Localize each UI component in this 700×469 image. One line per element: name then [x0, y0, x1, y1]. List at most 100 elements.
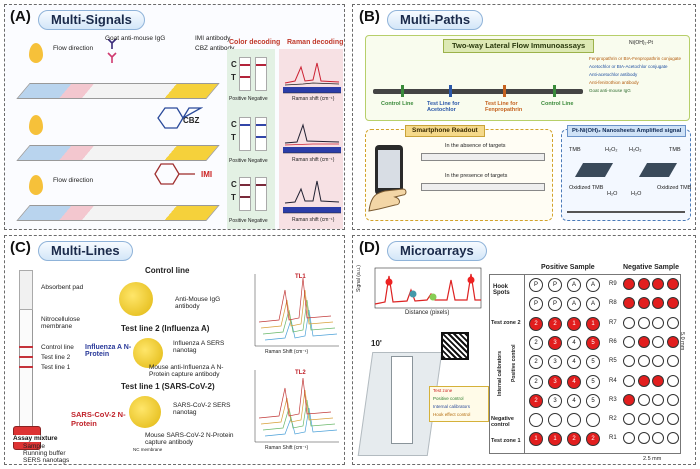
nanotag-control	[119, 282, 153, 316]
row-id: R7	[609, 319, 617, 326]
pos-neg-1: Positive Negative	[229, 96, 268, 102]
lfa-strip-2	[16, 145, 220, 161]
smartphone-title: Smartphone Readout	[405, 125, 485, 137]
negative-spot	[652, 374, 664, 387]
imi-molecule-icon	[154, 163, 195, 185]
negative-spot	[666, 432, 679, 445]
raman-spectrum-1	[283, 62, 341, 94]
chip-legend-box	[429, 386, 489, 422]
negative-spot	[623, 278, 635, 290]
positive-spot: A	[586, 297, 600, 312]
row-labels-col	[489, 274, 525, 454]
tmb-left: TMB	[569, 147, 581, 153]
negative-spot	[637, 355, 650, 368]
nanosheet-title: Pt-Ni(OH)₂ Nanosheets Amplified signal	[567, 125, 687, 137]
control-line-r	[553, 85, 556, 97]
tl2-tag: TL2	[295, 370, 306, 376]
row-id: R5	[609, 358, 617, 365]
negative-spot	[652, 297, 664, 310]
color-decoding-column	[227, 49, 275, 229]
assay-label: Assay mixture	[13, 435, 58, 443]
row-label-posctrl: Positive control	[511, 344, 517, 382]
strip-readout-2: C T	[231, 117, 271, 157]
positive-spot: 2	[548, 316, 562, 331]
c-letter: C	[231, 120, 237, 129]
row-id: R8	[609, 300, 617, 307]
negative-spot	[666, 413, 679, 426]
c-letter: C	[231, 60, 237, 69]
negative-spot	[623, 316, 635, 329]
signal-profile-chart	[374, 267, 482, 309]
qr-code-icon	[441, 332, 469, 360]
row-id: R2	[609, 416, 617, 423]
chip-legend-2: Internal calibrators	[433, 404, 471, 409]
negative-spot	[637, 393, 650, 406]
raman-axis-1: Raman shift (cm⁻¹)	[292, 96, 335, 102]
label-control-right: Control Line	[541, 101, 574, 107]
panel-c: (C) Multi-Lines Absorbent pad Nitrocellu…	[4, 235, 345, 465]
negative-spot	[652, 316, 664, 329]
positive-spot	[567, 413, 581, 428]
assay-item-2: SERS nanotags	[23, 457, 70, 464]
h2o2-right: H₂O₂	[629, 147, 642, 153]
row-id: R1	[609, 435, 617, 442]
positive-spot: P	[548, 278, 562, 292]
legend-imi-antibody: IMI antibody	[195, 35, 231, 42]
strip-label-1: Nitrocellulose membrane	[41, 316, 81, 331]
lfa-strip-b	[373, 89, 583, 94]
legend-b-4: Anti-fenitrothion antibody	[589, 80, 639, 85]
label-test-acet: Test Line for Acetochlor	[427, 101, 460, 114]
positive-spot: 1	[529, 432, 543, 447]
t-letter: T	[231, 193, 236, 202]
positive-spot: A	[567, 297, 581, 312]
negative-spot	[637, 278, 650, 290]
positive-spot: P	[529, 297, 543, 312]
drop-icon-3	[29, 175, 43, 195]
strip-label-0: Absorbent pad	[41, 284, 84, 291]
positive-spot: 5	[586, 355, 600, 370]
negative-spot	[623, 432, 635, 445]
panel-d: (D) Microarrays Signal (a.u.) Distance (…	[352, 235, 696, 465]
positive-spot: 2	[529, 393, 543, 408]
positive-spot: 5	[586, 335, 600, 350]
panel-b: (B) Multi-Paths Two-way Lateral Flow Imm…	[352, 4, 696, 230]
negative-spot	[623, 355, 635, 368]
negative-spot	[623, 374, 635, 387]
presence-label: In the presence of targets	[445, 173, 508, 179]
h2o-right: H₂O	[631, 191, 642, 197]
positive-spot: 2	[529, 355, 543, 370]
panel-a-tag: (A)	[10, 8, 31, 25]
tl2-waterfall-chart	[254, 370, 339, 443]
lfa-banner: Two-way Lateral Flow Immunoassays	[443, 39, 595, 53]
positive-spot: 4	[567, 335, 581, 350]
negative-spot	[666, 335, 679, 348]
test-line2-c	[19, 356, 33, 358]
strip-readout-3: C T	[231, 177, 271, 217]
legend-cbz-antibody: CBZ antibody	[195, 45, 235, 52]
dim-vertical: 5.0 mm	[679, 332, 685, 351]
tl1-waterfall-chart	[254, 274, 339, 347]
positive-spot: 4	[567, 355, 581, 370]
row-label-hook: Hook Spots	[493, 284, 510, 296]
positive-spot: 1	[548, 432, 562, 447]
cov-protein-label: SARS-CoV-2 N-Protein	[71, 410, 126, 428]
positive-spot: 2	[567, 432, 581, 447]
legend-goat-igg: Goat anti-mouse IgG	[105, 35, 166, 42]
positive-spot	[548, 413, 562, 428]
strip-readout-1: C T	[231, 57, 271, 97]
positive-spot: 5	[586, 374, 600, 389]
raman-decoding-column	[279, 49, 343, 229]
positive-spot: A	[567, 278, 581, 292]
positive-spot: P	[529, 278, 543, 292]
absorbent-pad	[19, 270, 33, 310]
antimouse-label: Anti-Mouse IgG antibody	[175, 296, 221, 311]
panel-d-tag: (D)	[359, 239, 380, 256]
smartphone-icon	[375, 145, 403, 195]
absence-strip	[421, 153, 545, 161]
tl1-tag: TL1	[295, 274, 306, 280]
hand-icon	[368, 188, 407, 212]
test-line-fenp	[503, 85, 506, 97]
row-id: R9	[609, 281, 617, 287]
antibody-legend-icons	[107, 39, 117, 63]
